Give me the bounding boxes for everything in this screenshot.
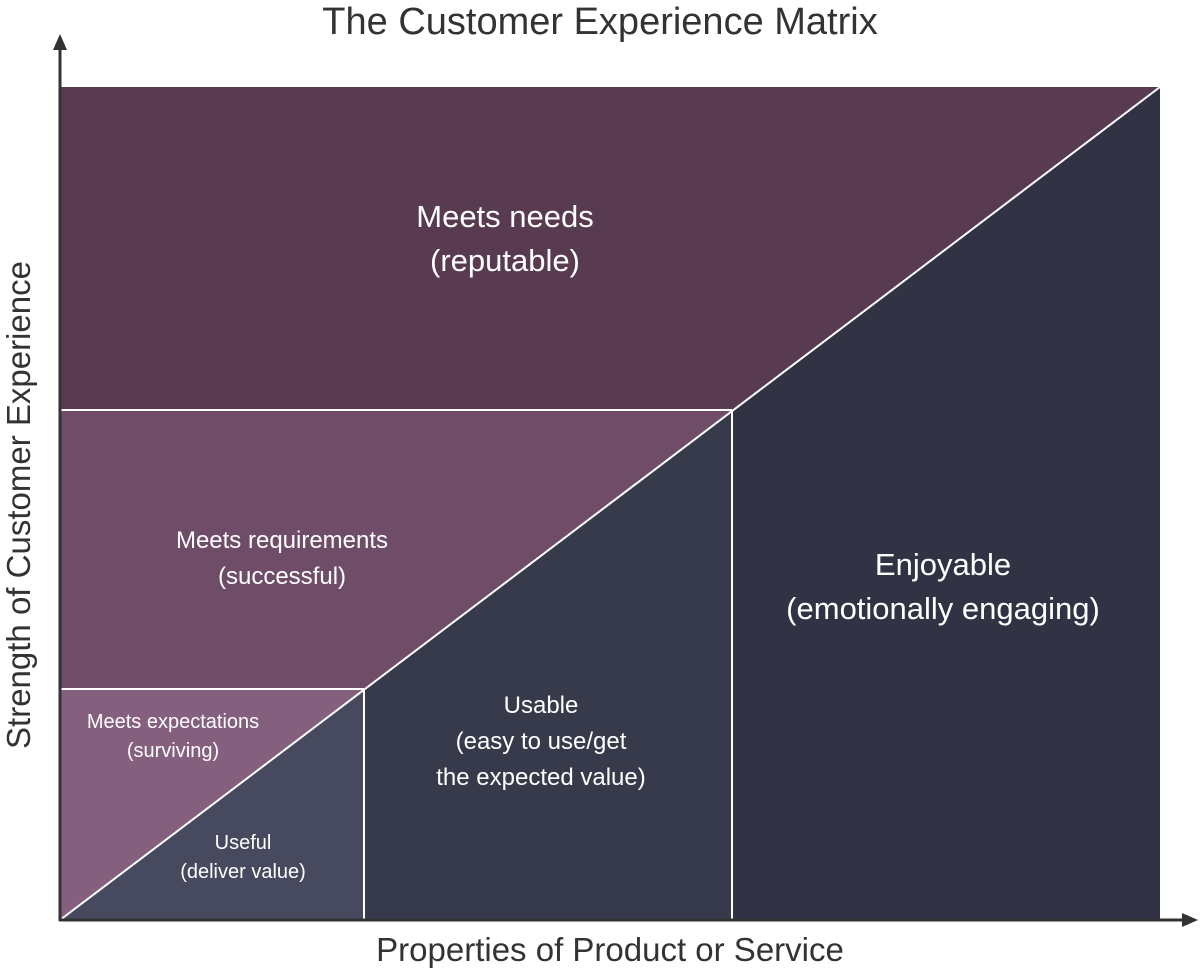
x-axis-arrowhead	[1182, 913, 1198, 927]
useful-subtitle: (deliver value)	[180, 861, 306, 883]
usable-title: Usable	[503, 692, 579, 719]
region-usable	[364, 410, 732, 920]
meets-expectations-subtitle: (surviving)	[126, 740, 220, 762]
enjoyable-label: Enjoyable (emotionally engaging)	[786, 543, 1100, 631]
y-axis-arrowhead	[53, 34, 67, 50]
diagram-title: The Customer Experience Matrix	[322, 1, 878, 43]
useful-title: Useful	[214, 832, 272, 854]
usable-subtitle: (easy to use/get	[455, 728, 627, 755]
meets-needs-label: Meets needs (reputable)	[416, 195, 594, 283]
usable-label: Usable (easy to use/get the expected val…	[436, 688, 645, 796]
meets-needs-title: Meets needs	[416, 199, 594, 234]
meets-requirements-subtitle: (successful)	[217, 563, 347, 590]
y-axis-label: Strength of Customer Experience	[0, 261, 37, 749]
meets-requirements-label: Meets requirements (successful)	[176, 523, 388, 595]
region-meets-requirements	[60, 410, 732, 689]
enjoyable-title: Enjoyable	[874, 547, 1012, 582]
meets-requirements-title: Meets requirements	[175, 527, 389, 554]
region-enjoyable	[732, 87, 1160, 920]
region-meets-needs	[60, 87, 1160, 410]
axes	[53, 34, 1198, 927]
meets-expectations-label: Meets expectations (surviving)	[87, 708, 259, 766]
useful-label: Useful (deliver value)	[180, 829, 306, 887]
meets-needs-subtitle: (reputable)	[430, 243, 580, 278]
enjoyable-subtitle: (emotionally engaging)	[786, 591, 1100, 626]
divider-lines	[59, 86, 1161, 921]
usable-subtitle-continued: the expected value)	[436, 764, 646, 791]
diagonal-divider	[59, 86, 1161, 921]
x-axis-label: Properties of Product or Service	[376, 931, 844, 968]
meets-expectations-title: Meets expectations	[86, 711, 260, 733]
